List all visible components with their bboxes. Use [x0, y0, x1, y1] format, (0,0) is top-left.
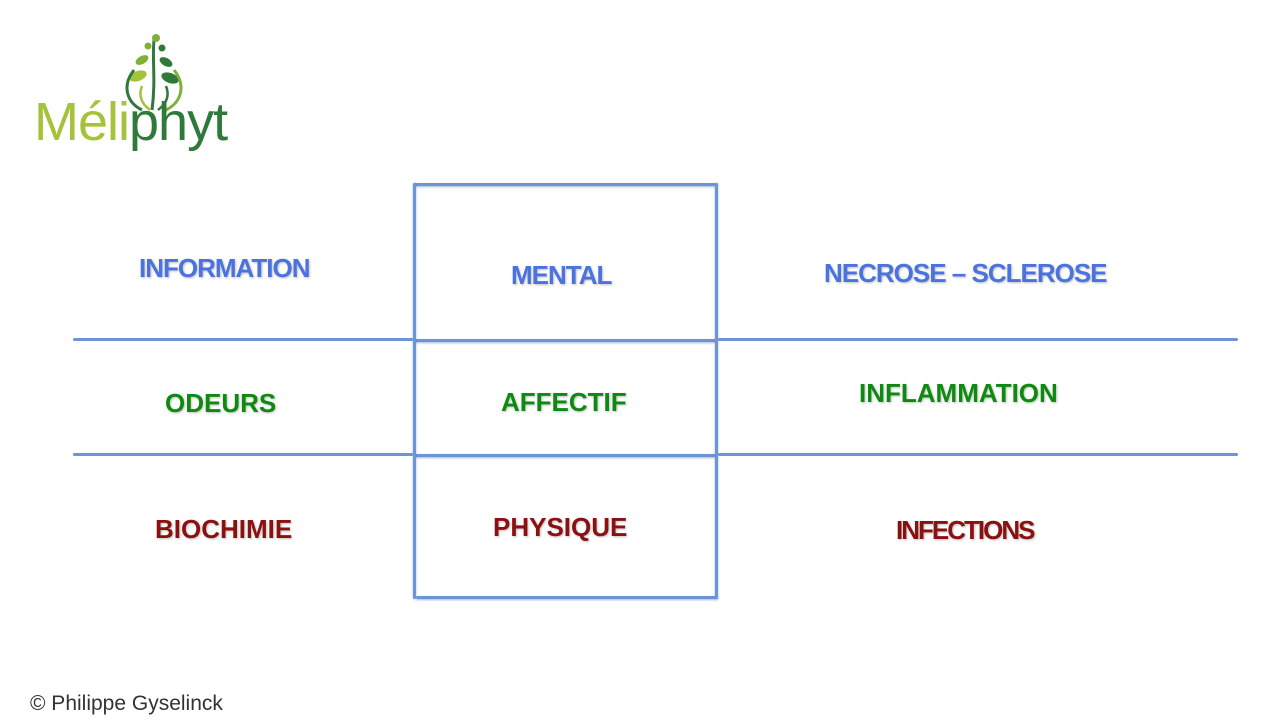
center-box-left: [413, 183, 416, 599]
copyright-text: © Philippe Gyselinck: [30, 692, 223, 715]
label-affectif: AFFECTIF: [501, 387, 627, 417]
label-physique: PHYSIQUE: [493, 512, 628, 542]
center-box-top: [414, 183, 716, 186]
center-box-right: [715, 183, 718, 599]
label-odeurs: ODEURS: [165, 388, 277, 418]
divider-left-bottom: [73, 453, 413, 456]
plant-figure-icon: [125, 34, 183, 112]
label-infections: INFECTIONS: [896, 515, 1035, 545]
divider-right-top: [718, 338, 1238, 341]
logo-text-phyt: phyt: [129, 92, 228, 152]
center-box-divider-2: [414, 454, 716, 457]
label-necrose-sclerose: NECROSE – SCLEROSE: [824, 258, 1108, 288]
label-information: INFORMATION: [139, 253, 310, 283]
label-mental: MENTAL: [511, 260, 612, 290]
center-box-bottom: [416, 596, 718, 599]
center-box-divider-1: [414, 339, 716, 342]
label-inflammation: INFLAMMATION: [859, 378, 1058, 408]
logo-wordmark: Méliphyt: [34, 92, 228, 152]
logo-text-meli: Méli: [34, 92, 130, 152]
divider-right-bottom: [718, 453, 1238, 456]
label-biochimie: BIOCHIMIE: [155, 514, 293, 544]
meliphyt-logo: Méliphyt: [30, 30, 228, 170]
divider-left-top: [73, 338, 413, 341]
